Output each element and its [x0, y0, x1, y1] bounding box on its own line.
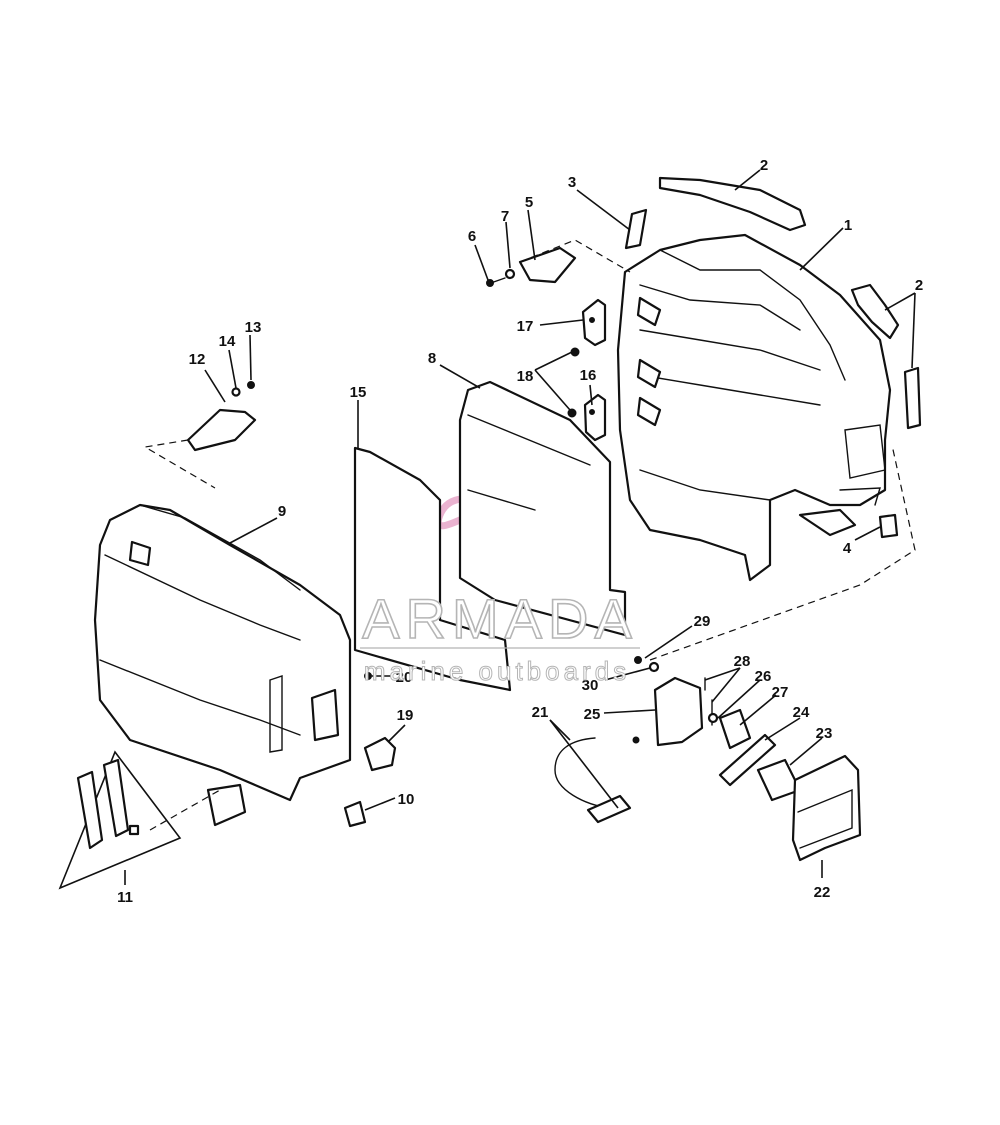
callout-3: 3: [568, 174, 576, 191]
part-13-screw: [247, 381, 255, 389]
part-24-gasket: [718, 733, 777, 787]
callout-13: 13: [245, 319, 262, 336]
part-4-bumper: [878, 513, 899, 539]
callout-labels: 1 2 2 3 4 5 6 7 8 9 10 11 12 13 14 15 16…: [117, 157, 923, 906]
callout-4: 4: [843, 540, 852, 557]
callout-7: 7: [501, 208, 509, 225]
callout-6: 6: [468, 228, 476, 245]
callout-22: 22: [814, 884, 831, 901]
part-6-screw: [486, 277, 506, 287]
part-19-grommet: [363, 736, 397, 772]
callout-9: 9: [278, 503, 286, 520]
part-7-washer: [504, 268, 516, 280]
callout-10: 10: [398, 791, 415, 808]
part-11-vent-assembly: [58, 750, 182, 890]
part-16-latch: [583, 393, 607, 442]
dashed-guide-5: [519, 239, 631, 273]
part-10-bumper: [343, 800, 367, 828]
callout-14: 14: [219, 333, 236, 350]
callout-29: 29: [694, 613, 711, 630]
callout-2-side: 2: [915, 277, 923, 294]
callout-28: 28: [734, 653, 751, 670]
callout-17: 17: [517, 318, 534, 335]
part-29-screw: [634, 656, 642, 664]
callout-15: 15: [350, 384, 367, 401]
callout-30: 30: [582, 677, 599, 694]
callout-19: 19: [397, 707, 414, 724]
callout-20: 20: [396, 669, 413, 686]
callout-27: 27: [772, 684, 789, 701]
part-22-handle: [791, 754, 862, 862]
part-12-latch: [186, 408, 257, 452]
dashed-guide-12: [143, 439, 216, 489]
part-20-screw: [364, 672, 372, 680]
part-18-screw-a: [570, 347, 580, 357]
part-8-seal-panel: [458, 380, 627, 637]
leader-lines: [124, 169, 916, 885]
callout-25: 25: [584, 706, 601, 723]
callout-18: 18: [517, 368, 534, 385]
part-21-cable: [554, 736, 640, 824]
watermark-tagline: marine outboards: [364, 656, 630, 686]
part-18-screw-b: [567, 408, 577, 418]
part-1-rear-cowl: [616, 233, 892, 582]
part-27-plate: [718, 708, 752, 750]
callout-8: 8: [428, 350, 436, 367]
part-26-washer: [707, 712, 719, 724]
part-17-latch: [581, 298, 607, 347]
callout-11: 11: [117, 889, 133, 906]
part-25-bracket: [653, 676, 704, 747]
callout-12: 12: [189, 351, 206, 368]
callout-23: 23: [816, 725, 833, 742]
callout-5: 5: [525, 194, 533, 211]
part-14-washer: [231, 387, 241, 397]
part-2-trim-strip-side: [850, 283, 900, 340]
part-9-front-cowl: [93, 503, 352, 827]
part-2-trim-small: [903, 366, 922, 430]
watermark-brand: ARMADA: [362, 587, 638, 650]
part-15-seal-panel: [353, 446, 512, 692]
part-30-washer: [648, 661, 660, 673]
callout-26: 26: [755, 668, 772, 685]
callout-1: 1: [844, 217, 852, 234]
part-5-latch-bracket: [518, 246, 577, 284]
callout-2-top: 2: [760, 157, 768, 174]
callout-16: 16: [580, 367, 597, 384]
callout-24: 24: [793, 704, 810, 721]
dashed-guide-11: [149, 789, 221, 831]
callout-21: 21: [532, 704, 549, 721]
part-3-trim-piece: [624, 208, 648, 250]
part-2-trim-strip-top: [658, 176, 807, 232]
dashed-guide-29: [649, 444, 916, 661]
